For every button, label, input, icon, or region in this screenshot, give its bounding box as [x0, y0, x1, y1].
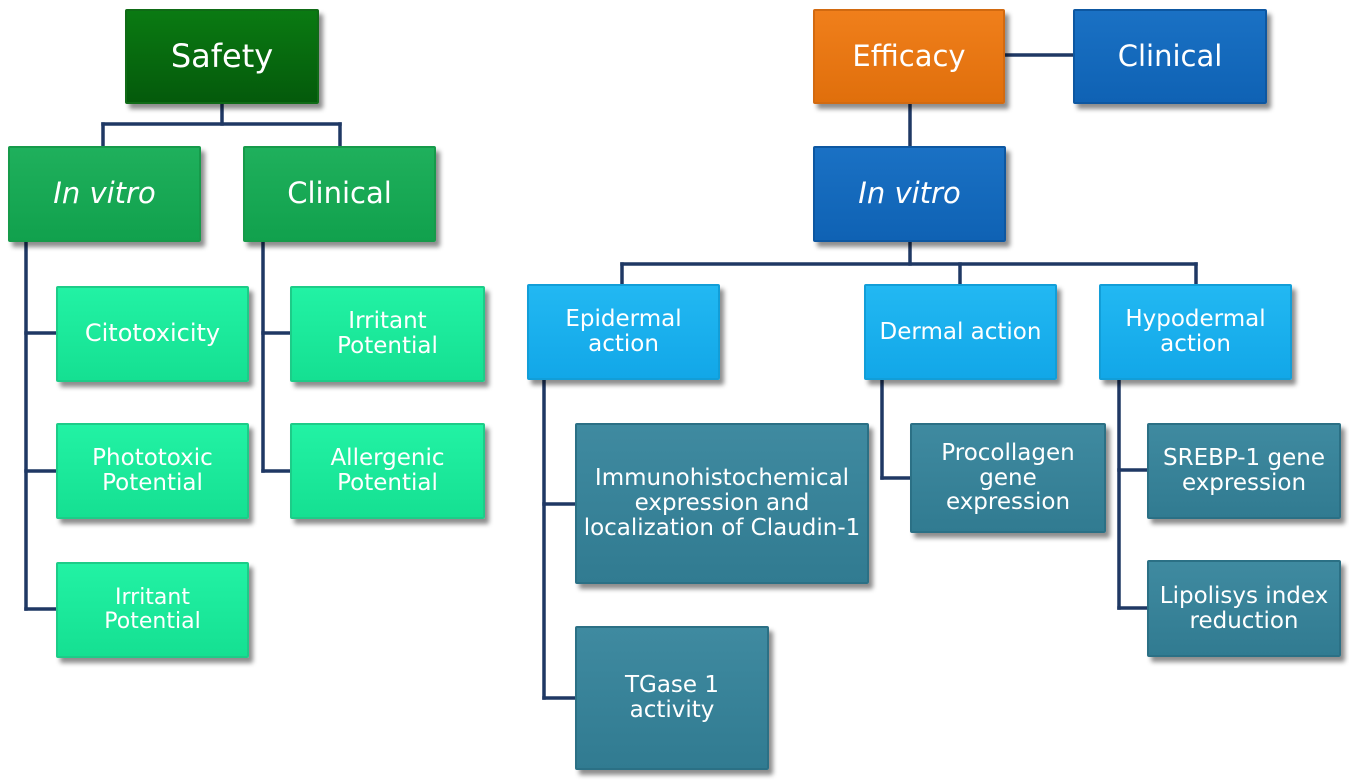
efficacy-clinical-box: Clinical — [1073, 9, 1267, 104]
claudin-expression-box: Immunohistochemical expression and local… — [575, 423, 869, 584]
dermal-action-box: Dermal action — [864, 284, 1057, 380]
efficacy-clinical-label: Clinical — [1117, 38, 1223, 73]
srebp-expression-box: SREBP-1 gene expression — [1147, 423, 1341, 519]
citotoxicity-label: Citotoxicity — [84, 319, 221, 348]
efficacy-in-vitro-box: In vitro — [813, 146, 1006, 242]
citotoxicity-box: Citotoxicity — [56, 286, 249, 382]
epidermal-action-box: Epidermal action — [527, 284, 720, 380]
lipolisys-index-label: Lipolisys index reduction — [1159, 582, 1329, 634]
irritant-potential-clinical-label: Irritant Potential — [337, 308, 438, 359]
allergenic-potential-label: Allergenic Potential — [330, 445, 445, 496]
safety-clinical-box: Clinical — [243, 146, 436, 242]
irritant-potential-vitro-box: Irritant Potential — [56, 562, 249, 658]
srebp-expression-label: SREBP-1 gene expression — [1163, 445, 1325, 496]
safety-in-vitro-box: In vitro — [8, 146, 201, 242]
lipolisys-index-box: Lipolisys index reduction — [1147, 560, 1341, 657]
irritant-potential-vitro-label: Irritant Potential — [104, 585, 201, 634]
safety-root-box: Safety — [125, 9, 319, 104]
tgase-activity-box: TGase 1 activity — [575, 626, 769, 770]
dermal-action-label: Dermal action — [879, 318, 1042, 345]
epidermal-action-label: Epidermal action — [565, 306, 682, 357]
irritant-potential-clinical-box: Irritant Potential — [290, 286, 485, 382]
hypodermal-action-label: Hypodermal action — [1125, 306, 1266, 357]
phototoxic-potential-label: Phototoxic Potential — [92, 445, 213, 496]
safety-root-label: Safety — [170, 37, 274, 76]
phototoxic-potential-box: Phototoxic Potential — [56, 423, 249, 519]
efficacy-in-vitro-label: In vitro — [858, 176, 961, 211]
efficacy-root-box: Efficacy — [813, 9, 1005, 104]
tgase-activity-label: TGase 1 activity — [624, 672, 720, 723]
allergenic-potential-box: Allergenic Potential — [290, 423, 485, 519]
safety-clinical-label: Clinical — [287, 176, 392, 211]
safety-in-vitro-label: In vitro — [53, 176, 156, 211]
procollagen-box: Procollagen gene expression — [910, 423, 1106, 533]
claudin-expression-label: Immunohistochemical expression and local… — [583, 465, 861, 541]
procollagen-label: Procollagen gene expression — [941, 439, 1075, 516]
efficacy-root-label: Efficacy — [852, 38, 966, 73]
hypodermal-action-box: Hypodermal action — [1099, 284, 1292, 380]
